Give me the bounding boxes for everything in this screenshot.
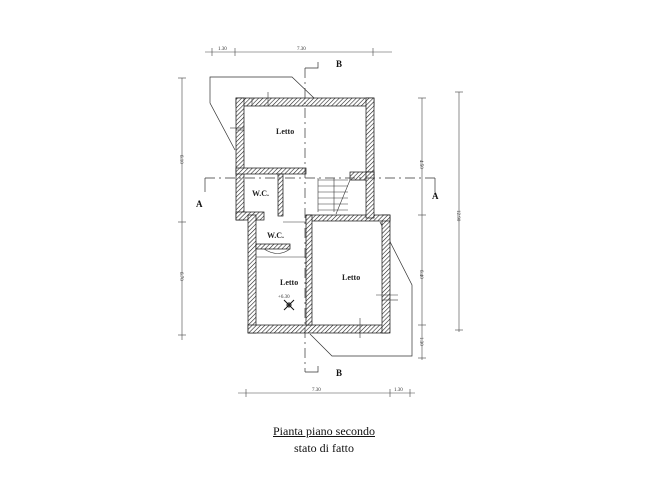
dim-top-small: 1.30 <box>218 47 227 52</box>
section-mark-a-left: A <box>196 199 203 209</box>
dim-top-main: 7.30 <box>297 47 306 52</box>
room-label-letto-top: Letto <box>276 127 294 136</box>
room-label-letto-right: Letto <box>342 273 360 282</box>
dim-bottom-small: 1.30 <box>394 388 403 393</box>
section-mark-b-bottom: B <box>336 368 342 378</box>
dim-right-upper: 4.50 <box>418 160 423 169</box>
left-dimension-line <box>178 77 186 340</box>
elevation-marker-icon <box>283 299 295 311</box>
bottom-dimension-line <box>238 389 415 397</box>
dim-right-total: 12.90 <box>455 210 460 222</box>
section-mark-a-right: A <box>432 191 439 201</box>
plan-title-text: Pianta piano secondo <box>273 424 375 438</box>
room-label-letto-left: Letto <box>280 278 298 287</box>
interior-lines <box>230 92 398 338</box>
dim-right-lower: 6.40 <box>418 270 423 279</box>
hatched-walls <box>235 97 391 334</box>
roof-outline <box>209 76 413 357</box>
plan-title: Pianta piano secondo <box>0 424 648 439</box>
room-label-wc-mid: W.C. <box>267 231 284 240</box>
staircase <box>317 178 366 215</box>
top-dimension-line <box>205 48 392 56</box>
elevation-label: +6.30 <box>278 295 290 300</box>
right-dimension-lines <box>418 91 463 360</box>
dim-left-upper: 6.10 <box>178 155 183 164</box>
dim-bottom-main: 7.30 <box>312 388 321 393</box>
room-label-wc-left: W.C. <box>252 189 269 198</box>
section-line-b <box>304 62 319 373</box>
section-mark-b-top: B <box>336 59 342 69</box>
section-line-a <box>204 177 436 192</box>
plan-subtitle: stato di fatto <box>294 441 354 455</box>
dim-right-bottom: 1.30 <box>418 337 423 346</box>
dim-left-lower: 6.70 <box>178 272 183 281</box>
